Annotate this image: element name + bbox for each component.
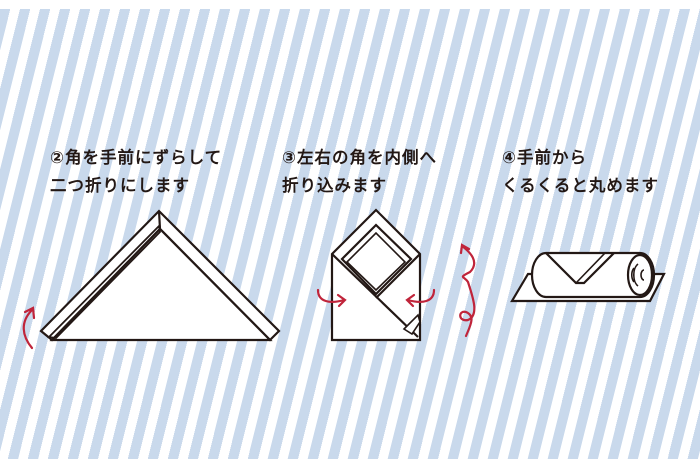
rolling-arrow-icon <box>459 243 476 338</box>
folded-triangle-icon <box>39 209 281 342</box>
fold-inward-arrows-icon <box>316 288 436 308</box>
rolled-cloth-icon <box>510 251 666 303</box>
step-4-caption: ④手前から くるくると丸めます <box>502 144 659 200</box>
fold-arrow-icon <box>22 306 36 350</box>
envelope-fold-icon <box>330 208 422 342</box>
step-3-caption: ③左右の角を内側へ 折り込みます <box>282 144 437 200</box>
step-2-line-1: ②角を手前にずらして <box>50 148 223 167</box>
step-4-line-2: くるくると丸めます <box>502 176 659 195</box>
step-2-caption: ②角を手前にずらして 二つ折りにします <box>50 144 222 200</box>
step-2-line-2: 二つ折りにします <box>50 176 190 195</box>
step-3-line-1: ③左右の角を内側へ <box>282 148 437 167</box>
step-4-line-1: ④手前から <box>502 148 587 167</box>
striped-background <box>0 9 700 459</box>
step-3-line-2: 折り込みます <box>282 176 387 195</box>
